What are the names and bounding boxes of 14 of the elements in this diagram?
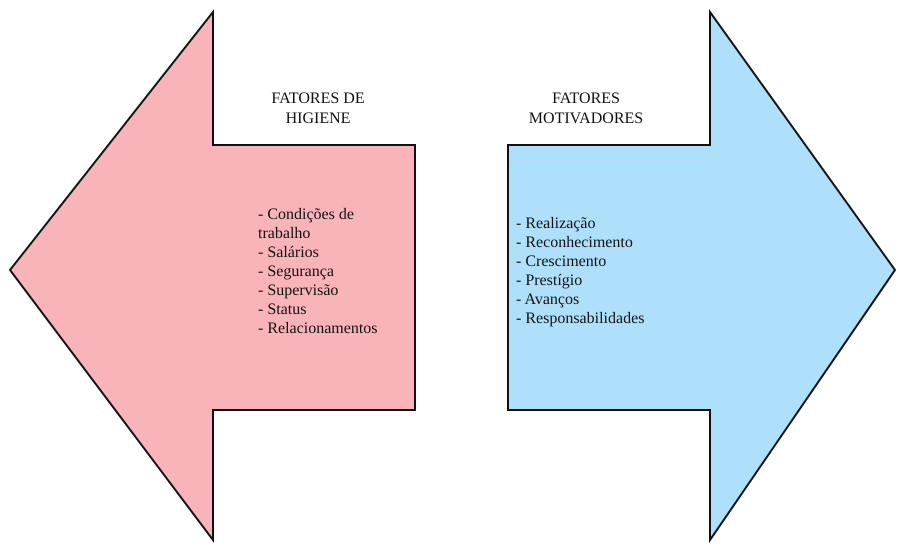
list-item: - Realização — [516, 214, 596, 233]
list-item: - Reconhecimento — [516, 233, 634, 252]
list-item: - Segurança — [258, 262, 335, 281]
list-item: - Condições de trabalho — [258, 205, 355, 243]
list-item: - Status — [258, 300, 308, 319]
list-item: - Supervisão — [258, 281, 340, 300]
list-item: - Crescimento — [516, 252, 608, 271]
heading: FATORES MOTIVADORES — [528, 89, 644, 129]
list-item: - Avanços — [516, 290, 580, 309]
heading: FATORES DE HIGIENE — [270, 89, 366, 129]
list-item: - Prestígio — [516, 271, 584, 290]
list-item: - Responsabilidades — [516, 309, 646, 328]
list-item: - Salários — [258, 243, 320, 262]
list-item: - Relacionamentos — [258, 319, 379, 338]
